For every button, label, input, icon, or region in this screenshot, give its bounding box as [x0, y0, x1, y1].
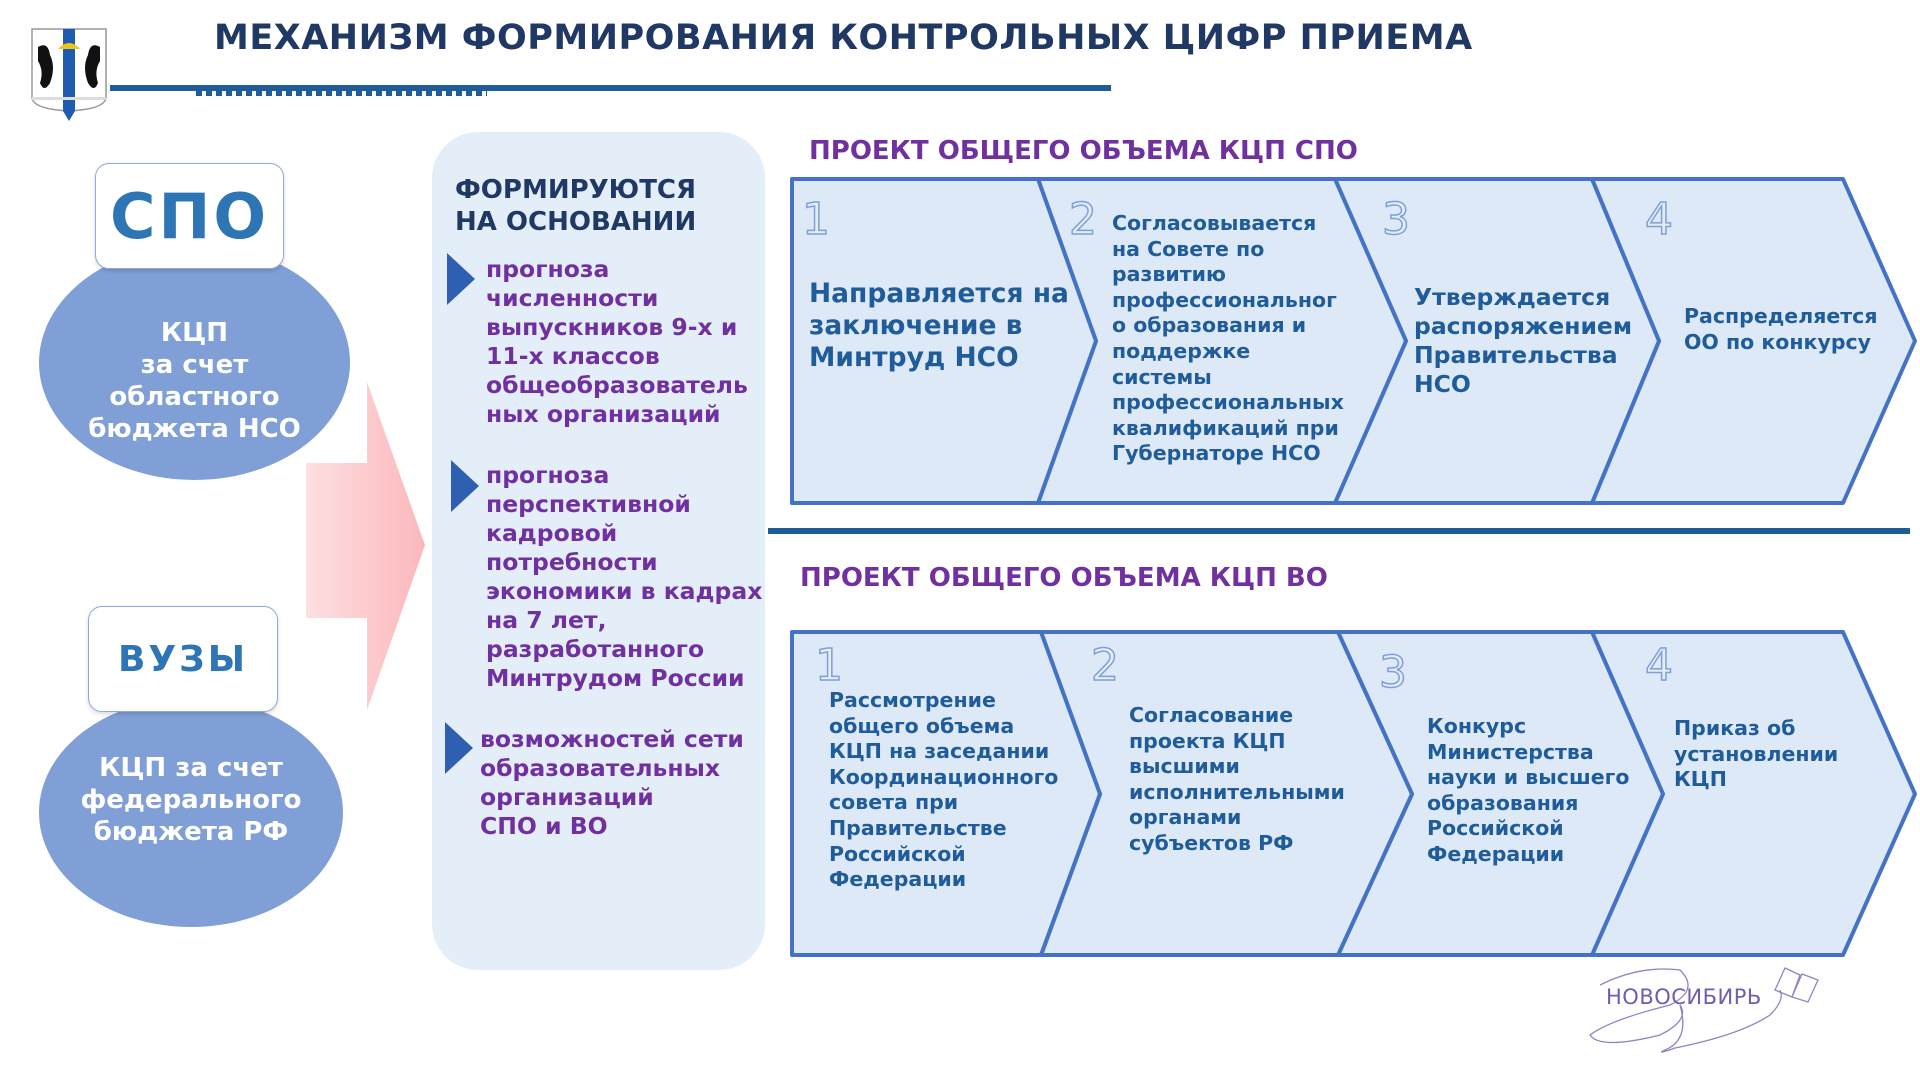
vo-step-2-number: 2 — [1090, 639, 1120, 692]
page-title: МЕХАНИЗМ ФОРМИРОВАНИЯ КОНТРОЛЬНЫХ ЦИФР П… — [214, 18, 1473, 58]
spo-step-1-text: Направляется на заключение в Минтруд НСО — [809, 278, 1069, 373]
spo-step-4-number: 4 — [1644, 193, 1674, 246]
vo-project-heading: ПРОЕКТ ОБЩЕГО ОБЪЕМА КЦП ВО — [800, 563, 1328, 593]
vo-step-3-number: 3 — [1378, 646, 1408, 699]
section-divider — [768, 528, 1910, 534]
basis-item-3: возможностей сети образовательных органи… — [480, 725, 744, 840]
vo-step-1-number: 1 — [814, 639, 844, 692]
spo-step-2-number: 2 — [1068, 193, 1098, 246]
vuz-label-box: ВУЗЫ — [88, 606, 278, 712]
spo-budget-ellipse: КЦП за счет областного бюджета НСО — [39, 245, 350, 480]
spo-label-box: СПО — [95, 163, 284, 269]
spo-step-2-text: Согласовывается на Совете по развитию пр… — [1112, 211, 1344, 466]
vo-step-1-text: Рассмотрение общего объема КЦП на заседа… — [829, 688, 1059, 892]
vo-step-3-text: Конкурс Министерства науки и высшего обр… — [1427, 714, 1630, 866]
vo-step-1-chevron — [790, 630, 1102, 957]
spo-step-1-number: 1 — [801, 193, 831, 246]
spo-step-1-chevron — [790, 177, 1098, 505]
basis-item-1: прогноза численности выпускников 9-х и 1… — [486, 255, 748, 428]
vo-step-4-text: Приказ об установлении КЦП — [1674, 716, 1839, 792]
pink-arrow — [306, 382, 425, 710]
title-underline — [110, 85, 1111, 91]
bullet-triangle-icon — [445, 722, 473, 774]
bullet-triangle-icon — [447, 253, 475, 305]
vo-step-2-text: Согласование проекта КЦП высшими исполни… — [1129, 703, 1345, 855]
spo-label: СПО — [109, 179, 270, 253]
spo-step-4-text: Распределяется ОО по конкурсу — [1684, 304, 1878, 354]
spo-step-3-text: Утверждается распоряжением Правительства… — [1414, 283, 1633, 398]
bullet-triangle-icon — [451, 460, 479, 512]
vuz-label: ВУЗЫ — [117, 638, 249, 680]
novosibir-logo-text: НОВОСИБИРЬ — [1606, 985, 1762, 1009]
title-dotted-line — [196, 90, 487, 96]
basis-item-2: прогноза перспективной кадровой потребно… — [486, 461, 763, 692]
basis-panel — [432, 132, 765, 970]
spo-budget-text: КЦП за счет областного бюджета НСО — [88, 317, 301, 444]
vo-step-4-number: 4 — [1644, 639, 1674, 692]
basis-heading: ФОРМИРУЮТСЯ НА ОСНОВАНИИ — [455, 175, 697, 237]
spo-step-3-number: 3 — [1381, 193, 1411, 246]
vuz-budget-ellipse: КЦП за счет федерального бюджета РФ — [39, 698, 343, 927]
spo-project-heading: ПРОЕКТ ОБЩЕГО ОБЪЕМА КЦП СПО — [809, 136, 1358, 166]
coat-of-arms-logo — [31, 28, 107, 121]
novosibir-logo-swirl — [1589, 967, 1819, 1053]
vuz-budget-text: КЦП за счет федерального бюджета РФ — [80, 752, 302, 847]
